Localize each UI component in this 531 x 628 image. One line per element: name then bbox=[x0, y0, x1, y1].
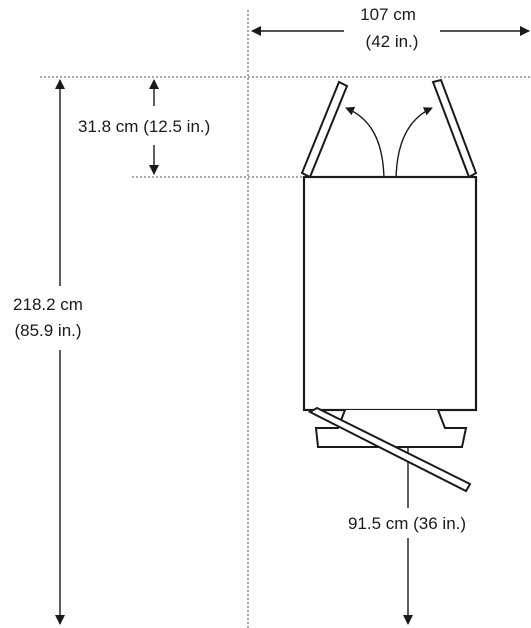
open-drawer bbox=[307, 406, 472, 493]
guide-lines bbox=[40, 10, 531, 628]
refrigerator-body bbox=[302, 175, 478, 412]
height-metric-label: 218.2 cm bbox=[13, 295, 83, 314]
door-clearance-label: 31.8 cm (12.5 in.) bbox=[78, 117, 210, 136]
upper-doors bbox=[300, 78, 478, 179]
left-upper-door bbox=[300, 80, 349, 179]
width-metric-label: 107 cm bbox=[360, 5, 416, 24]
door-swing-arrow-icon bbox=[345, 106, 385, 183]
width-imperial-label: (42 in.) bbox=[366, 32, 419, 51]
door-swing-arrows bbox=[345, 106, 433, 183]
base-section bbox=[307, 406, 472, 493]
depth-label: 91.5 cm (36 in.) bbox=[348, 514, 466, 533]
door-swing-arrow-icon bbox=[395, 107, 433, 183]
right-upper-door bbox=[431, 78, 478, 179]
base-plinth bbox=[314, 409, 468, 448]
height-imperial-label: (85.9 in.) bbox=[14, 321, 81, 340]
